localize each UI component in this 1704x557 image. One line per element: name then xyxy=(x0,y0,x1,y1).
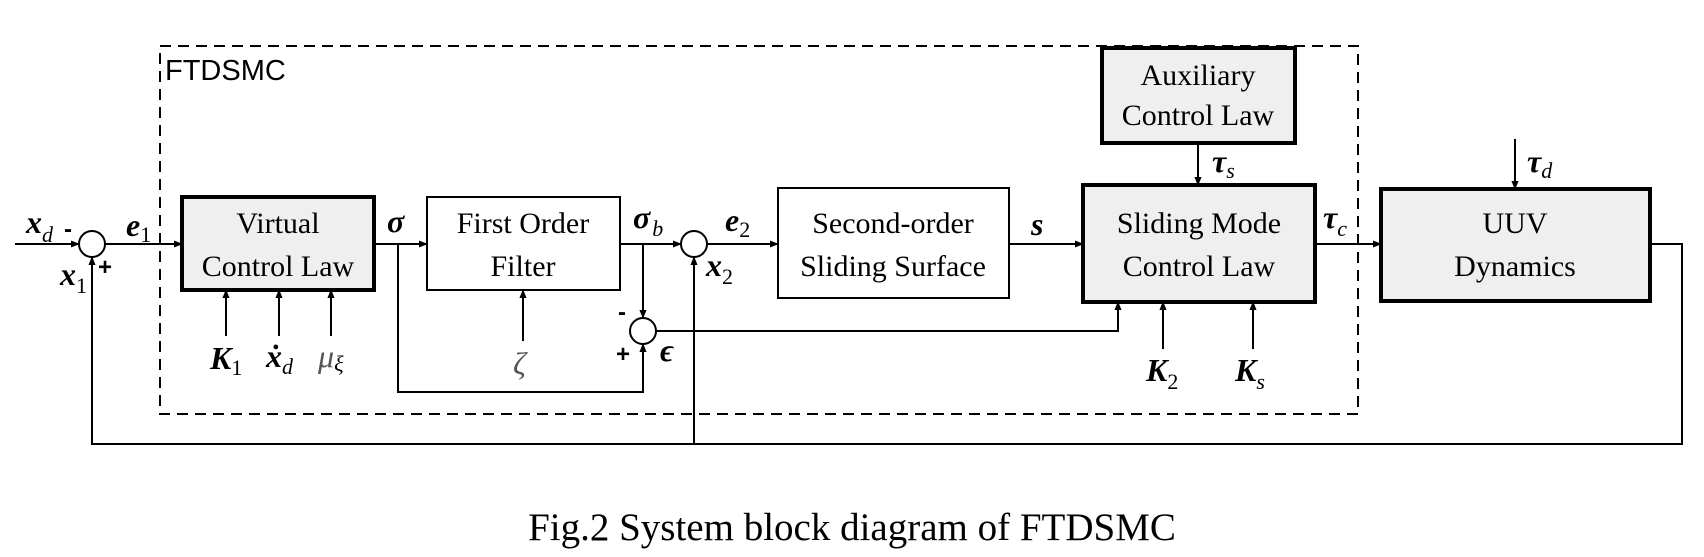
uuv-dynamics-block: UUV Dynamics xyxy=(1379,187,1652,303)
auxiliary-control-law-block: Auxiliary Control Law xyxy=(1100,46,1297,145)
summing-junction-3 xyxy=(629,317,657,345)
label-k2: K2 xyxy=(1145,352,1178,394)
sign-sum3-minus: - xyxy=(618,299,626,326)
smc-label-1: Sliding Mode xyxy=(1117,207,1281,240)
label-e1: e1 xyxy=(126,207,151,247)
surface-label-1: Second-order xyxy=(812,207,974,240)
label-x2: x2 xyxy=(705,247,733,289)
label-tau-s: τs xyxy=(1212,143,1235,183)
uuv-label-1: UUV xyxy=(1483,207,1548,240)
label-zeta: ζ xyxy=(513,345,528,381)
label-xd-dot: ẋd xyxy=(265,338,294,379)
label-mu: μξ xyxy=(317,338,344,376)
summing-junction-2 xyxy=(680,230,708,258)
label-xd: xd xyxy=(25,204,54,247)
virtual-control-law-block: Virtual Control Law xyxy=(180,195,376,292)
sign-sum1-minus: - xyxy=(64,216,72,243)
label-k1: K1 xyxy=(209,340,242,380)
auxiliary-label-2: Control Law xyxy=(1122,99,1275,132)
sign-sum3-plus: + xyxy=(616,341,630,368)
label-sigma-b: σb xyxy=(633,199,663,241)
filter-label-2: Filter xyxy=(491,250,556,283)
label-tau-c: τc xyxy=(1323,199,1347,241)
label-s: s xyxy=(1030,206,1043,242)
first-order-filter-block: First Order Filter xyxy=(426,196,621,291)
surface-label-2: Sliding Surface xyxy=(800,250,986,283)
virtual-control-label-2: Control Law xyxy=(202,250,355,283)
label-x1: x1 xyxy=(59,256,87,298)
signal-wires xyxy=(15,139,1683,445)
smc-label-2: Control Law xyxy=(1123,250,1276,283)
filter-label-1: First Order xyxy=(457,207,589,240)
label-e2: e2 xyxy=(725,202,750,242)
virtual-control-label-1: Virtual xyxy=(236,207,319,240)
ftdsmc-frame xyxy=(159,45,1359,415)
label-epsilon: ϵ xyxy=(660,332,674,368)
sliding-mode-control-law-block: Sliding Mode Control Law xyxy=(1081,183,1317,304)
figure-caption: Fig.2 System block diagram of FTDSMC xyxy=(528,506,1176,549)
sign-sum1-plus: + xyxy=(98,254,112,281)
frame-label: FTDSMC xyxy=(165,55,286,87)
label-tau-d: τd xyxy=(1527,143,1553,183)
label-sigma: σ xyxy=(387,203,405,239)
uuv-label-2: Dynamics xyxy=(1454,250,1576,283)
sliding-surface-block: Second-order Sliding Surface xyxy=(777,187,1010,299)
auxiliary-label-1: Auxiliary xyxy=(1141,59,1256,92)
label-ks: Ks xyxy=(1234,352,1265,394)
